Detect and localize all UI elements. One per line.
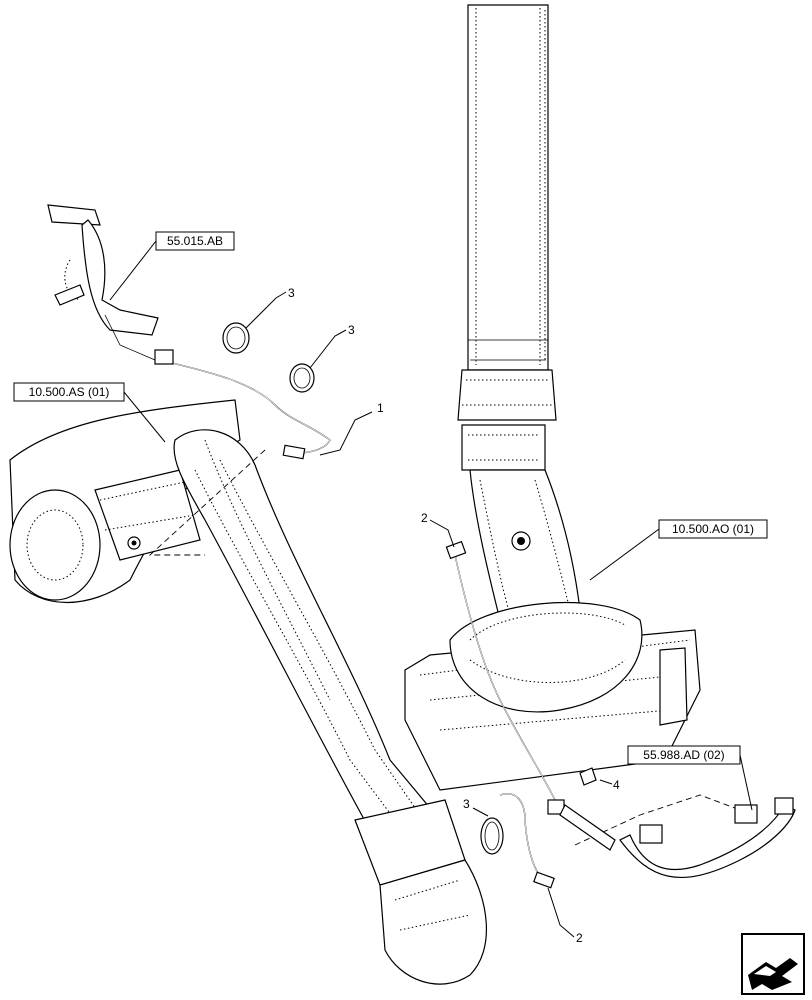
callout-3-a: 3 bbox=[245, 286, 295, 329]
svg-text:10.500.AS (01): 10.500.AS (01) bbox=[29, 385, 110, 399]
dpf-pressure-hose bbox=[47, 204, 159, 361]
page-navigation-arrow-icon[interactable] bbox=[741, 933, 805, 995]
svg-text:3: 3 bbox=[463, 797, 470, 811]
svg-text:55.015.AB: 55.015.AB bbox=[167, 234, 223, 248]
clamp-ring-c bbox=[480, 817, 504, 855]
callout-3-b: 3 bbox=[309, 323, 355, 369]
aftertreatment-module bbox=[404, 531, 701, 791]
ref-box-10-500-as[interactable]: 10.500.AS (01) bbox=[13, 382, 166, 443]
wiring-harness bbox=[559, 797, 796, 879]
clamp-ring-a bbox=[222, 322, 250, 354]
sensor-1-temperature-sensor bbox=[154, 349, 331, 460]
sensor-2-upper-temperature-sensor bbox=[445, 540, 565, 815]
callout-4: 4 bbox=[599, 778, 620, 792]
svg-text:2: 2 bbox=[576, 931, 583, 945]
exhaust-stack bbox=[457, 4, 581, 621]
svg-text:1: 1 bbox=[377, 401, 384, 415]
callout-1: 1 bbox=[319, 401, 384, 456]
svg-text:10.500.AO (01): 10.500.AO (01) bbox=[672, 522, 754, 536]
svg-text:4: 4 bbox=[613, 778, 620, 792]
clamp-ring-b bbox=[289, 363, 315, 393]
sensor-2-lower-temperature-sensor bbox=[499, 793, 555, 889]
callout-3-c: 3 bbox=[463, 797, 489, 817]
callout-2-top: 2 bbox=[421, 511, 455, 548]
alignment-lines bbox=[148, 449, 741, 846]
ref-box-55-988-ad[interactable]: 55.988.AD (02) bbox=[627, 745, 753, 811]
svg-text:2: 2 bbox=[421, 511, 428, 525]
svg-text:3: 3 bbox=[348, 323, 355, 337]
svg-text:55.988.AD (02): 55.988.AD (02) bbox=[643, 748, 724, 762]
callout-2-bottom: 2 bbox=[547, 887, 583, 945]
ref-box-10-500-ao[interactable]: 10.500.AO (01) bbox=[589, 519, 768, 581]
curved-exhaust-pipe bbox=[173, 429, 487, 985]
ref-box-55-015-ab[interactable]: 55.015.AB bbox=[109, 231, 235, 301]
svg-text:3: 3 bbox=[288, 286, 295, 300]
part-4-bracket bbox=[579, 767, 597, 786]
